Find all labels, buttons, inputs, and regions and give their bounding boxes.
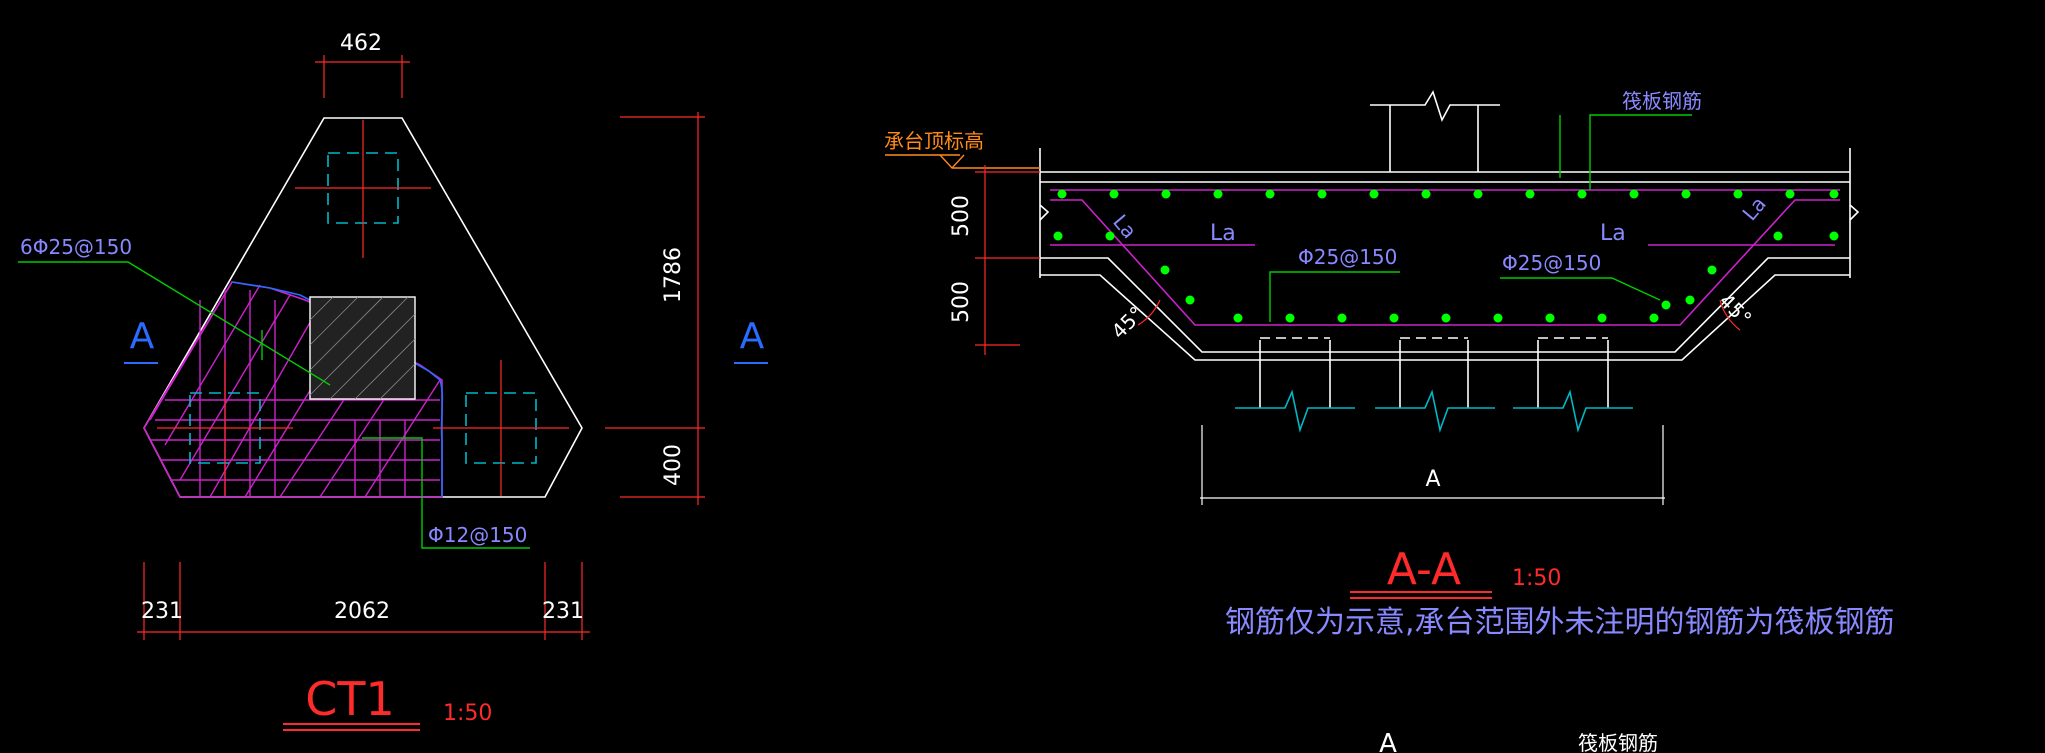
section-leaders [1269,271,1661,322]
section-dim-width [1200,425,1665,505]
dim-bottom-mid: 2062 [334,599,390,624]
section-dim-lower: 500 [949,281,974,323]
plan-scale: 1:50 [443,701,492,726]
section-piles [1235,337,1633,433]
la-left: La [1210,221,1236,246]
section-title: A-A [1387,544,1461,595]
section-rebar [1050,189,1840,326]
elevation-marker [885,154,1040,170]
section-dim-width-label: A [1425,467,1440,492]
plan-title: CT1 [305,672,394,726]
rebar-label-right: Φ25@150 [1502,251,1601,275]
dim-height: 1786 [661,247,686,303]
dim-bottom-left: 231 [141,599,183,624]
section-dims-vertical [975,165,1040,355]
partial-mark: A [1379,729,1397,753]
raft-rebar-label: 筏板钢筋 [1622,89,1702,113]
plan-view: 462 1786 400 231 2062 231 A A 6Φ25@150 Φ… [18,31,768,731]
rebar-dots [1053,189,1839,323]
column-hatch [309,296,416,400]
partial-view: A 筏板钢筋 [1379,729,1658,753]
dim-base: 400 [661,444,686,486]
rebar-label-2: Φ12@150 [428,523,527,547]
angle-arcs [1137,299,1741,331]
dim-bottom-right: 231 [542,599,584,624]
section-note: 钢筋仅为示意,承台范围外未注明的钢筋为筏板钢筋 [1225,605,1895,640]
section-dim-upper: 500 [949,195,974,237]
raft-rebar-leader [1559,114,1692,190]
section-scale: 1:50 [1512,566,1561,591]
la-right: La [1600,221,1626,246]
elevation-label: 承台顶标高 [884,129,984,153]
plan-leaders [18,261,530,549]
rebar-label-1: 6Φ25@150 [20,235,132,259]
rebar-grid [143,281,443,498]
section-column [1370,90,1500,172]
dim-top: 462 [340,31,382,56]
section-mark-left: A [130,316,155,357]
slab-outline [1039,148,1860,361]
partial-raft-label: 筏板钢筋 [1578,731,1658,753]
plan-dimensions [137,55,705,640]
section-mark-right: A [740,316,765,357]
pile-centerlines [157,120,569,496]
rebar-label-left: Φ25@150 [1298,245,1397,269]
